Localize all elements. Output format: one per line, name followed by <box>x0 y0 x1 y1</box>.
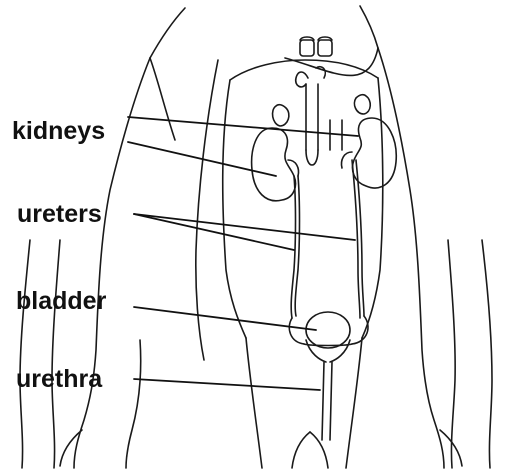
kidneys-leader-1 <box>128 117 358 136</box>
ureters-label: ureters <box>17 200 102 228</box>
left-kidney <box>252 105 299 201</box>
urethra-leader <box>134 379 320 390</box>
bladder-label: bladder <box>16 287 106 315</box>
urethra-drawing <box>322 362 332 440</box>
bladder-leader <box>134 307 316 330</box>
major-vessels <box>296 67 342 165</box>
kidneys-label: kidneys <box>12 117 105 145</box>
ureters-leader-1 <box>134 214 355 240</box>
ureters-leader-2 <box>134 214 294 250</box>
body-outline <box>20 6 492 468</box>
top-glands <box>300 37 332 56</box>
right-kidney <box>341 95 396 188</box>
bladder-drawing <box>289 312 368 362</box>
leader-lines <box>128 117 358 390</box>
urethra-label: urethra <box>16 365 102 393</box>
